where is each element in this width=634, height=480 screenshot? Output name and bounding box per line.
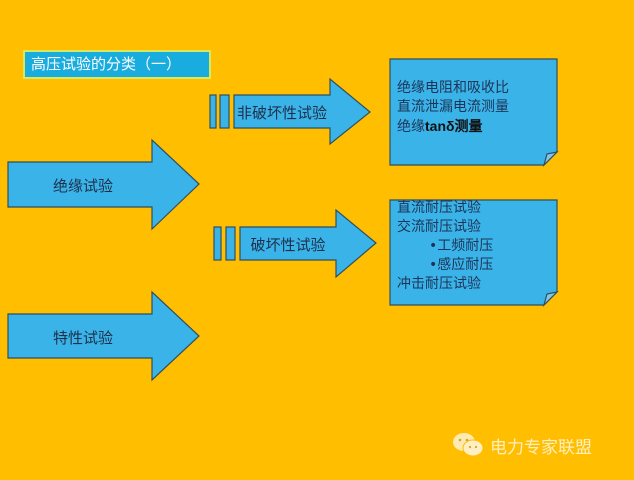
slide-title: 高压试验的分类（一）	[23, 50, 211, 79]
list-item: 冲击耐压试验	[397, 276, 481, 292]
tan-prefix: 绝缘	[397, 119, 425, 135]
list-item: •感应耐压	[429, 257, 494, 273]
list-item: 交流耐压试验	[397, 219, 481, 235]
double-bar-1a	[209, 94, 217, 129]
non-destructive-list: 绝缘电阻和吸收比 直流泄漏电流测量 绝缘tanδ测量	[397, 79, 509, 137]
double-bar-1b	[219, 94, 230, 129]
arrow-destructive	[239, 208, 377, 279]
list-item: 绝缘电阻和吸收比	[397, 80, 509, 96]
watermark-text: 电力专家联盟	[490, 437, 592, 458]
label-characteristic: 特性试验	[52, 329, 113, 347]
list-item: •工频耐压	[429, 238, 494, 254]
double-bar-2a	[213, 226, 222, 261]
list-item: 绝缘tanδ测量	[397, 117, 509, 137]
double-bar-2b	[225, 226, 236, 261]
note-fold-1	[542, 151, 559, 168]
label-insulation: 绝缘试验	[52, 177, 113, 195]
list-item: 直流耐压试验	[397, 200, 481, 216]
arrow-non-destructive	[233, 77, 371, 146]
label-destructive: 破坏性试验	[250, 236, 326, 254]
arrow-insulation	[7, 138, 200, 231]
label-non-destructive: 非破坏性试验	[236, 104, 327, 122]
watermark: 电力专家联盟	[452, 432, 592, 458]
arrow-characteristic	[7, 290, 200, 382]
tan-suffix: 测量	[454, 118, 483, 134]
destructive-list: 直流耐压试验 交流耐压试验 •工频耐压 •感应耐压 冲击耐压试验	[397, 199, 493, 294]
list-item: 直流泄漏电流测量	[397, 99, 509, 115]
note-fold-2	[542, 291, 559, 308]
wechat-icon	[453, 433, 484, 457]
tan-bold: tanδ	[425, 118, 455, 134]
